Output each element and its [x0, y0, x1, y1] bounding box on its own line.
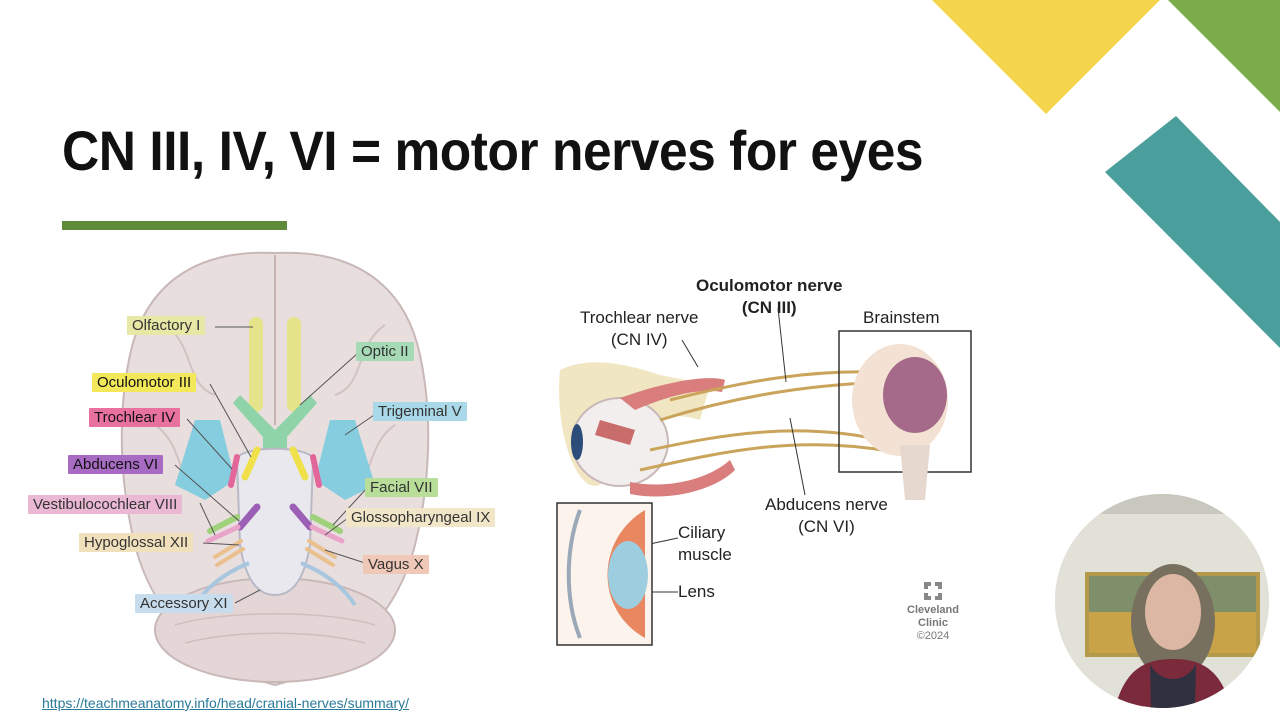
brain-gyri: [154, 324, 396, 496]
nerve-fibers: [639, 370, 896, 472]
brainstem-stalk: [900, 445, 930, 500]
label-abducens-nerve: Abducens nerve (CN VI): [765, 494, 888, 538]
accessory-right: [300, 561, 357, 607]
superior-rectus: [620, 378, 725, 410]
olfactory-tract-right: [287, 317, 301, 412]
leader-lines: [174, 326, 378, 604]
trochlear-right: [310, 454, 322, 488]
trigeminal-right: [315, 420, 375, 500]
brainstem-pons: [883, 357, 947, 433]
brain-base-diagram: Olfactory I Optic II Oculomotor III Troc…: [25, 245, 525, 690]
label-vestibulocochlear: Vestibulocochlear VIII: [28, 495, 183, 514]
deco-teal-band: [1105, 116, 1280, 348]
slide-title: CN III, IV, VI = motor nerves for eyes: [62, 119, 924, 182]
logo-line2: Clinic: [918, 617, 948, 629]
label-accessory: Accessory XI: [135, 594, 233, 613]
deco-green-triangle: [1168, 0, 1280, 112]
eye-nerves-illustration: [556, 307, 972, 646]
label-trigeminal: Trigeminal V: [373, 402, 467, 421]
trigeminal-left: [175, 420, 235, 500]
label-trochlear-nerve: Trochlear nerve (CN IV): [580, 307, 698, 351]
presenter-video[interactable]: [1055, 494, 1269, 708]
lateral-rectus: [595, 420, 635, 445]
cerebellum-folds: [174, 613, 376, 644]
title-underline: [62, 221, 287, 230]
label-vagus: Vagus X: [363, 555, 429, 574]
ciliary-line2: muscle: [678, 545, 732, 564]
lower-nerves-right: [305, 539, 337, 567]
logo-line1: Cleveland: [907, 604, 959, 616]
logo-copyright: ©2024: [916, 630, 950, 642]
corner-decoration: [932, 0, 1280, 348]
oculomotor-nerve-name: Oculomotor nerve: [696, 276, 843, 295]
facial-left: [207, 514, 240, 534]
lens-shape: [608, 541, 648, 609]
abducens-nerve-cn: (CN VI): [798, 517, 855, 536]
label-ciliary-muscle: Ciliary muscle: [678, 522, 732, 566]
label-glossopharyngeal: Glossopharyngeal IX: [346, 508, 496, 527]
label-oculomotor-nerve: Oculomotor nerve (CN III): [696, 275, 842, 319]
abducens-nerve-name: Abducens nerve: [765, 495, 888, 514]
cleveland-clinic-logo-icon: [924, 582, 942, 600]
label-optic: Optic II: [356, 342, 414, 361]
oculomotor-nerve-cn: (CN III): [741, 298, 797, 317]
oculomotor-right: [289, 446, 309, 481]
iris: [571, 424, 583, 460]
facial-right: [310, 514, 343, 534]
abducens-right: [289, 503, 314, 531]
inferior-rectus: [630, 460, 735, 497]
presenter-video-icon: [1055, 494, 1269, 708]
label-lens: Lens: [678, 582, 715, 601]
label-facial: Facial VII: [365, 478, 438, 497]
abducens-left: [236, 503, 261, 531]
label-brainstem: Brainstem: [863, 308, 940, 327]
brain-illustration: [120, 251, 430, 687]
label-hypoglossal: Hypoglossal XII: [79, 533, 194, 552]
eye-leader-lines: [640, 307, 806, 593]
vestibulocochlear-left: [205, 524, 241, 544]
lower-nerves-left: [213, 539, 245, 567]
cornea: [566, 509, 582, 639]
label-olfactory: Olfactory I: [127, 316, 206, 335]
trochlear-nerve-cn: (CN IV): [610, 330, 668, 349]
label-oculomotor: Oculomotor III: [92, 373, 197, 392]
ciliary-line1: Ciliary: [678, 523, 726, 542]
label-trochlear: Trochlear IV: [89, 408, 181, 427]
source-link[interactable]: https://teachmeanatomy.info/head/cranial…: [42, 695, 410, 711]
optic-chiasm: [233, 395, 317, 455]
brainstem: [235, 447, 315, 597]
cleveland-clinic-logo: Cleveland Clinic ©2024: [895, 582, 971, 643]
deco-yellow-triangle: [932, 0, 1160, 114]
trochlear-left: [228, 454, 240, 488]
olfactory-tract-left: [249, 317, 263, 412]
trochlear-nerve-name: Trochlear nerve: [580, 308, 699, 327]
eye-nerves-diagram: Oculomotor nerve (CN III) Trochlear nerv…: [550, 270, 980, 650]
oculomotor-left: [241, 446, 261, 481]
label-abducens: Abducens VI: [68, 455, 164, 474]
